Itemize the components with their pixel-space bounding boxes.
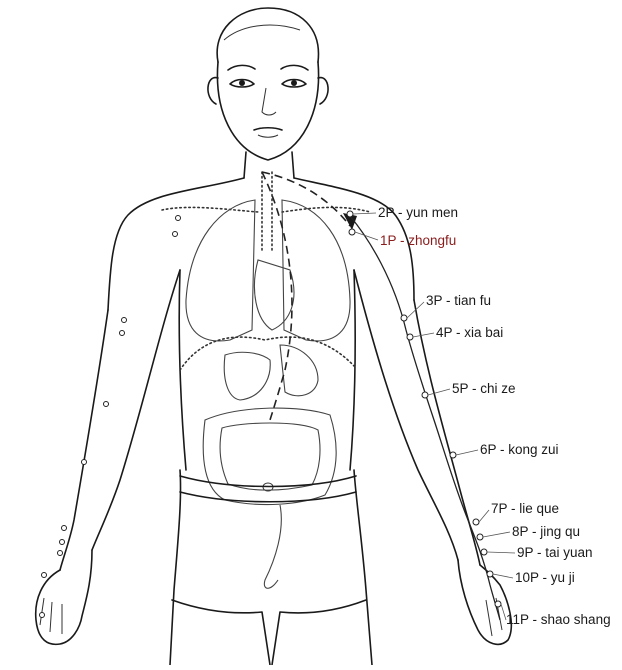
point-3P: [401, 315, 407, 321]
left-point: [120, 331, 125, 336]
organs: [162, 172, 370, 588]
lung-meridian-line: [350, 216, 500, 620]
left-point: [104, 402, 109, 407]
leader-8P: [483, 532, 510, 537]
mouth: [254, 128, 282, 130]
hair-outline: [217, 8, 318, 62]
point-5P: [422, 392, 428, 398]
stomach: [280, 345, 318, 396]
neck-right: [292, 152, 294, 178]
right-pupil: [291, 80, 297, 86]
leader-6P: [456, 450, 478, 455]
left-point: [60, 540, 65, 545]
point-6P: [450, 452, 456, 458]
left-hand: [36, 550, 92, 644]
left-point: [173, 232, 178, 237]
small-intestine: [220, 423, 320, 490]
label-1P: 1P - zhongfu: [380, 233, 456, 248]
label-3P: 3P - tian fu: [426, 293, 491, 308]
point-9P: [481, 549, 487, 555]
label-6P: 6P - kong zui: [480, 442, 559, 457]
right-clavicle: [282, 207, 370, 212]
right-finger-1: [486, 600, 492, 636]
point-4P: [407, 334, 413, 340]
waistband-bottom: [180, 492, 356, 502]
leader-5P: [428, 389, 450, 395]
right-hand: [458, 560, 511, 644]
diaphragm: [180, 337, 356, 370]
label-4P: 4P - xia bai: [436, 325, 503, 340]
hairline: [224, 25, 300, 40]
left-leg-outer: [170, 470, 181, 665]
left-pant-hem: [172, 600, 270, 665]
left-finger-2: [50, 602, 52, 632]
heart: [254, 260, 293, 330]
left-point: [122, 318, 127, 323]
right-arm: [350, 216, 511, 644]
point-1P: [349, 229, 355, 235]
left-point: [82, 460, 87, 465]
lower-lip: [258, 135, 278, 137]
right-pant-hem: [272, 600, 366, 665]
left-point: [62, 526, 67, 531]
left-point: [42, 573, 47, 578]
face-outline: [217, 62, 318, 160]
leader-9P: [487, 552, 515, 553]
leader-lines: [353, 213, 515, 620]
right-ear: [318, 78, 328, 104]
nose: [262, 88, 276, 115]
label-5P: 5P - chi ze: [452, 381, 516, 396]
right-lung: [282, 200, 350, 341]
left-brow: [228, 65, 255, 70]
label-11P: 11P - shao shang: [506, 612, 611, 627]
point-11P: [495, 601, 501, 607]
head: [208, 8, 328, 160]
left-shoulder: [108, 178, 244, 310]
leader-2P: [353, 213, 376, 214]
label-9P: 9P - tai yuan: [517, 545, 593, 560]
label-8P: 8P - jing qu: [512, 524, 580, 539]
point-2P: [347, 211, 353, 217]
left-point: [58, 551, 63, 556]
left-arm: [36, 216, 181, 645]
right-brow: [281, 65, 308, 70]
left-clavicle: [162, 207, 258, 212]
leader-4P: [413, 333, 434, 337]
liver: [224, 352, 270, 400]
label-2P: 2P - yun men: [378, 205, 458, 220]
label-7P: 7P - lie que: [491, 501, 559, 516]
torso-right-side: [350, 270, 355, 470]
right-leg-outer: [354, 470, 372, 665]
point-7P: [473, 519, 479, 525]
left-pupil: [239, 80, 245, 86]
left-arm-inner: [92, 270, 180, 550]
dashed-path-down: [262, 172, 292, 420]
leader-7P: [479, 510, 489, 522]
left-point: [40, 613, 45, 618]
label-10P: 10P - yu ji: [515, 570, 575, 585]
left-lung: [186, 200, 255, 341]
rectum: [264, 505, 281, 588]
left-finger-1: [40, 598, 44, 625]
leader-10P: [493, 574, 513, 578]
neck-left: [244, 152, 246, 178]
point-10P: [487, 571, 493, 577]
point-8P: [477, 534, 483, 540]
right-arm-inner: [354, 270, 458, 560]
left-ear: [208, 78, 218, 104]
left-point: [176, 216, 181, 221]
